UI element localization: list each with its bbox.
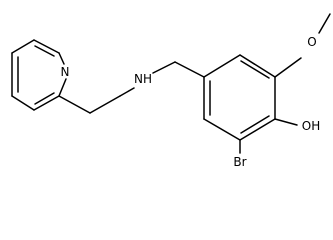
double-bond-inner — [34, 45, 55, 57]
pyridine-ring — [11, 39, 67, 111]
phenol-ring — [203, 54, 276, 141]
bond — [239, 54, 276, 78]
methoxy-bond — [274, 57, 302, 78]
double-bond-inner — [240, 60, 270, 79]
bond — [203, 118, 241, 141]
bond — [174, 61, 205, 78]
bond — [119, 87, 135, 97]
bond — [33, 95, 60, 111]
bond — [58, 52, 65, 65]
atom-label-methoxy-oxygen: O — [307, 35, 316, 49]
atom-label-hydroxyl: OH — [302, 119, 320, 133]
molecule-structure-diagram: N NH O OH Br — [11, 13, 331, 169]
bond — [11, 95, 35, 111]
atom-label-bromine: Br — [233, 155, 246, 169]
atom-label-amine: NH — [134, 72, 152, 86]
bond — [58, 78, 67, 97]
bond — [203, 54, 241, 78]
substituents — [239, 13, 331, 154]
double-bond-inner — [34, 92, 55, 105]
bond — [11, 39, 35, 54]
methyl-bond — [318, 13, 331, 34]
bond — [152, 61, 176, 74]
bond — [89, 95, 121, 114]
hydroxyl-bond — [274, 118, 298, 126]
ethylamine-chain — [58, 61, 205, 114]
atom-label-pyridine-n: N — [61, 65, 70, 79]
double-bond-inner — [240, 115, 270, 134]
bond — [239, 118, 276, 141]
bond — [33, 39, 60, 54]
bond — [58, 95, 91, 114]
